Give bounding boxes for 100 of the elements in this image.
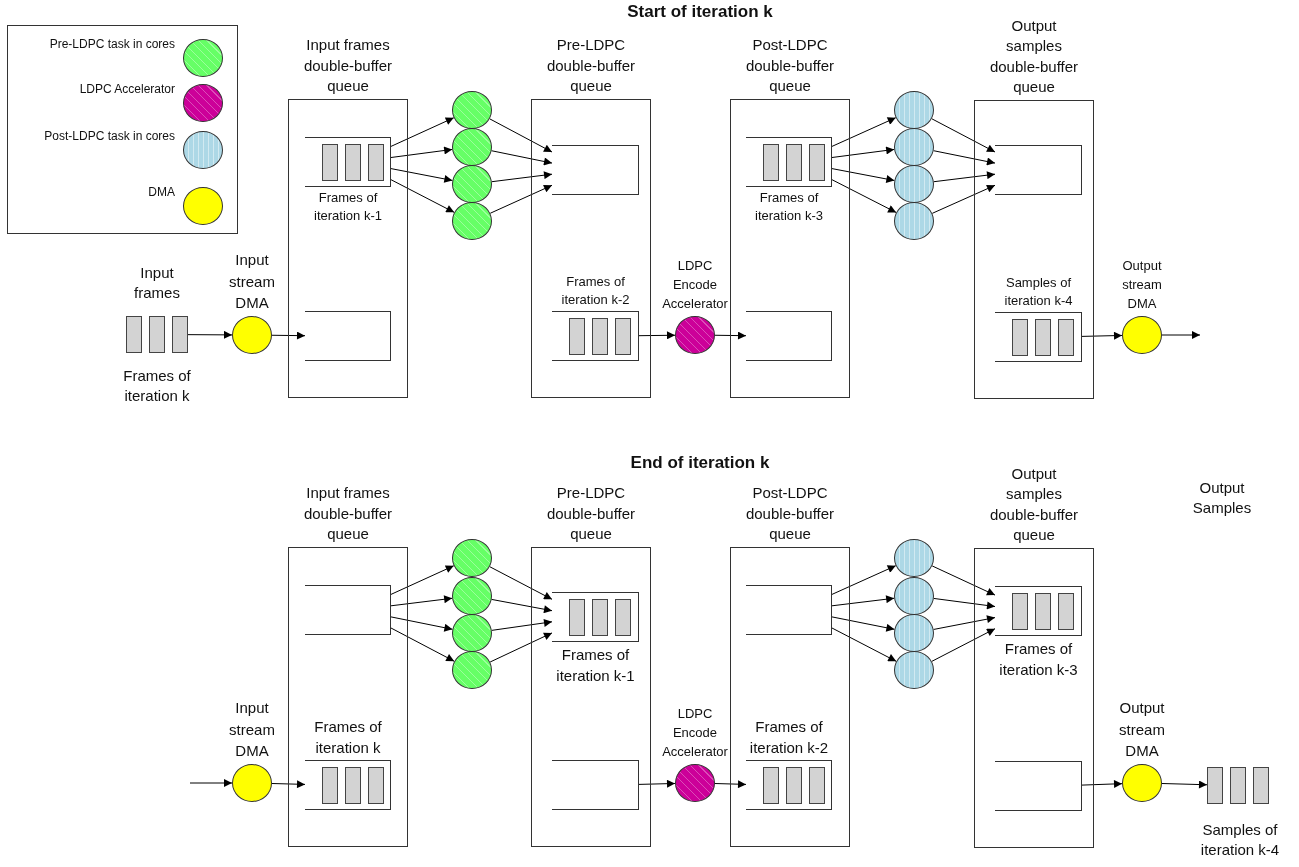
buffer-caption: Frames of iteration k-1 (313, 189, 383, 226)
frame-block (1058, 319, 1074, 356)
circle-label: LDPC Encode Accelerator (661, 257, 729, 314)
queue-title: Output samples double-buffer queue (988, 16, 1080, 97)
queue-title: Post-LDPC double-buffer queue (744, 35, 836, 96)
section-title: Start of iteration k (626, 1, 774, 23)
frame-block (1012, 593, 1028, 630)
buffer-caption: Samples of iteration k-4 (1003, 273, 1074, 310)
arrow (831, 146, 895, 158)
frame-block (345, 144, 361, 181)
queue-title: Pre-LDPC double-buffer queue (545, 483, 637, 544)
process-circle (452, 614, 492, 652)
legend-label: Post-LDPC task in cores (44, 129, 175, 143)
frame-label: Input frames (133, 263, 181, 304)
buffer-slot (746, 760, 832, 810)
arrow (933, 597, 996, 610)
buffer-slot (552, 145, 639, 195)
buffer-slot (746, 137, 832, 187)
arrow (491, 618, 553, 631)
process-circle (452, 128, 492, 166)
arrow (189, 779, 233, 787)
arrow (390, 168, 453, 183)
buffer-slot (995, 586, 1082, 636)
process-circle (232, 316, 272, 354)
arrow (1081, 331, 1123, 340)
process-circle (452, 577, 492, 615)
frame-block (763, 767, 779, 804)
frame-block (809, 144, 825, 181)
arrow (489, 184, 553, 214)
arrow (1081, 779, 1123, 788)
frame-block (368, 767, 384, 804)
frame-block (322, 144, 338, 181)
legend-label: Pre-LDPC task in cores (49, 37, 175, 51)
frame-block (569, 318, 585, 355)
process-circle (1122, 764, 1162, 802)
frame-block (615, 318, 631, 355)
frame-block (809, 767, 825, 804)
arrow (390, 627, 455, 662)
frame-block (763, 144, 779, 181)
frame-block (1058, 593, 1074, 630)
frame-block (1253, 767, 1269, 804)
process-circle (452, 165, 492, 203)
buffer-caption: Frames of iteration k-3 (998, 639, 1079, 680)
process-circle (1122, 316, 1162, 354)
arrow (638, 779, 676, 788)
arrow (831, 595, 895, 607)
arrow (390, 595, 453, 607)
legend-label: LDPC Accelerator (79, 82, 175, 96)
frame-block (1035, 593, 1051, 630)
circle-label: Output stream DMA (1121, 257, 1163, 314)
frame-block (322, 767, 338, 804)
arrow (390, 179, 455, 213)
process-circle (894, 577, 934, 615)
arrow (931, 184, 996, 214)
process-circle (894, 91, 934, 129)
arrow (831, 616, 895, 632)
queue-title: Output samples double-buffer queue (988, 464, 1080, 545)
process-circle (675, 316, 715, 354)
arrow (491, 150, 553, 166)
arrow (489, 632, 553, 663)
process-circle (894, 202, 934, 240)
process-circle (232, 764, 272, 802)
arrow (271, 780, 306, 789)
buffer-slot (552, 311, 639, 361)
arrow (831, 168, 895, 183)
arrow (831, 565, 897, 595)
frame-block (1035, 319, 1051, 356)
arrow (187, 330, 233, 339)
arrow (931, 628, 996, 662)
legend-label: DMA (148, 185, 175, 199)
circle-label: Input stream DMA (228, 249, 276, 314)
frame-block (368, 144, 384, 181)
frame-block (149, 316, 165, 353)
circle-label: LDPC Encode Accelerator (661, 705, 729, 762)
frame-block (172, 316, 188, 353)
arrow (931, 565, 996, 596)
process-circle (452, 651, 492, 689)
buffer-caption: Frames of iteration k-2 (560, 272, 631, 309)
arrow (638, 331, 676, 340)
buffer-slot (746, 585, 832, 635)
buffer-slot (552, 760, 639, 810)
arrow (933, 171, 996, 183)
arrow (933, 150, 996, 166)
arrow (491, 598, 553, 614)
frame-block (126, 316, 142, 353)
arrow (831, 627, 897, 662)
frame-block (615, 599, 631, 636)
buffer-slot (746, 311, 832, 361)
frame-block (592, 318, 608, 355)
process-circle (452, 539, 492, 577)
queue-title: Post-LDPC double-buffer queue (744, 483, 836, 544)
frame-label: Samples of iteration k-4 (1199, 820, 1281, 861)
process-circle (894, 651, 934, 689)
arrow (489, 118, 553, 153)
frame-block (569, 599, 585, 636)
arrow (390, 146, 453, 158)
process-circle (894, 128, 934, 166)
buffer-caption: Frames of iteration k (313, 717, 383, 758)
arrow (1161, 780, 1208, 789)
process-circle (894, 614, 934, 652)
